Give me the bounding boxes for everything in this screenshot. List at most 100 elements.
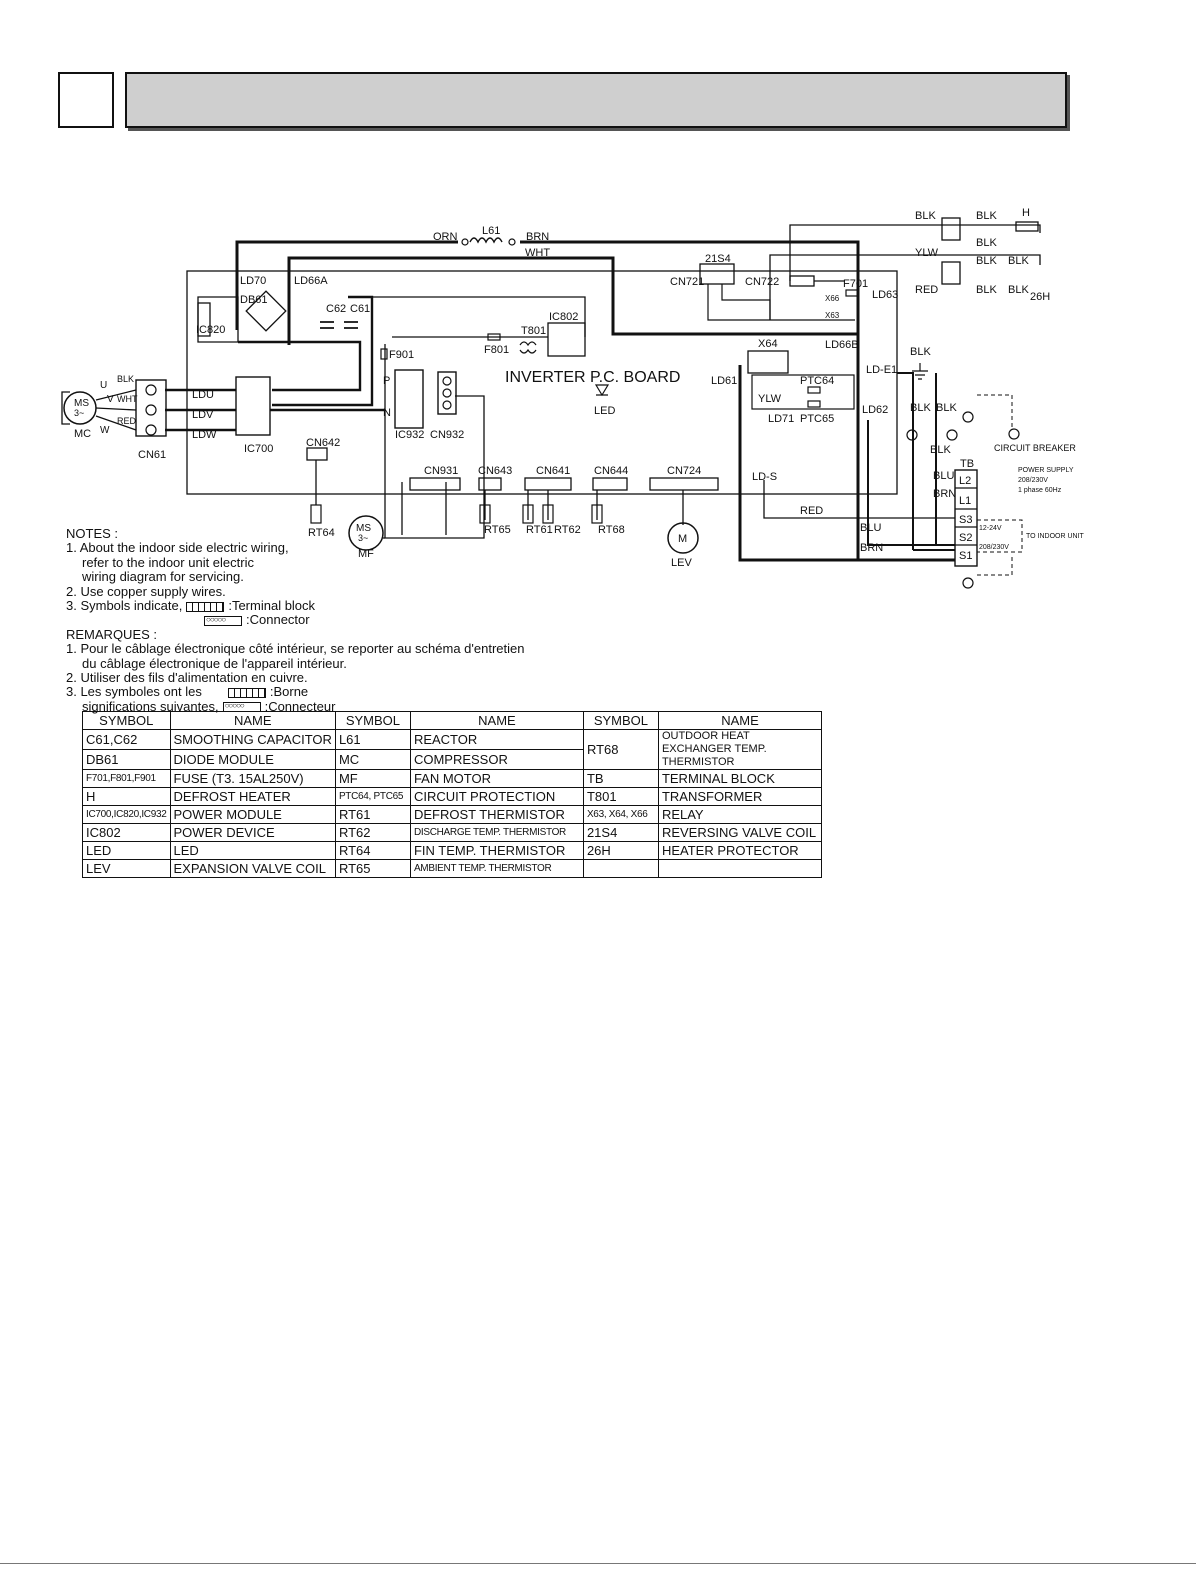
legend-cell: DEFROST THERMISTOR <box>409 805 584 824</box>
label-ic820: IC820 <box>196 324 225 336</box>
wire-label-blk-ground-c: BLK <box>930 444 951 456</box>
note-3-connector-row: :Connector <box>66 613 626 627</box>
legend-cell: RT65 <box>334 859 411 878</box>
legend-header: NAME <box>657 711 823 730</box>
legend-cell: X63, X64, X66 <box>582 805 659 824</box>
wire-label-blk-ground: BLK <box>910 346 931 358</box>
wire-label-blk-u: BLK <box>117 374 134 384</box>
label-power-supply: POWER SUPPLY <box>1018 467 1074 474</box>
wire-label-wht: WHT <box>525 247 550 259</box>
table-row: DB61 DIODE MODULE MC COMPRESSOR <box>82 749 822 770</box>
label-rt65: RT65 <box>484 524 511 536</box>
legend-cell: H <box>82 787 171 806</box>
terminal-block-symbol-icon <box>186 601 225 612</box>
label-cn932: CN932 <box>430 429 464 441</box>
label-cn721: CN721 <box>670 276 704 288</box>
section-title-bar <box>125 72 1067 128</box>
connector-symbol-icon <box>204 613 242 627</box>
legend-cell: OUTDOOR HEAT EXCHANGER TEMP. THERMISTOR <box>657 729 823 770</box>
legend-header: SYMBOL <box>582 711 659 730</box>
legend-cell: LED <box>169 841 336 860</box>
label-x63: X63 <box>825 311 840 320</box>
wire-label-blk-ground-b: BLK <box>936 402 957 414</box>
wire-label-blk-ground-a: BLK <box>910 402 931 414</box>
table-row: H DEFROST HEATER PTC64, PTC65 CIRCUIT PR… <box>82 787 823 806</box>
legend-cell: TRANSFORMER <box>657 787 823 806</box>
label-cn641: CN641 <box>536 465 570 477</box>
table-row: LED LED RT64 FIN TEMP. THERMISTOR 26H HE… <box>82 841 823 860</box>
legend-cell: POWER MODULE <box>169 805 336 824</box>
legend-cell: MC <box>334 749 411 770</box>
label-rt61: RT61 <box>526 524 553 536</box>
label-l61: L61 <box>482 225 500 237</box>
legend-cell: HEATER PROTECTOR <box>657 841 823 860</box>
label-l1: L1 <box>959 495 971 507</box>
note-3-terminal: :Terminal block <box>228 598 316 614</box>
label-v: V <box>107 394 114 405</box>
symbol-legend-table: SYMBOL NAME SYMBOL NAME SYMBOL NAME C61,… <box>82 711 823 878</box>
wire-label-blk-26h3: BLK <box>976 284 997 296</box>
legend-cell: L61 <box>334 729 411 750</box>
wire-label-wht-v: WHT <box>117 394 138 404</box>
label-s2: S2 <box>959 532 972 544</box>
label-l2: L2 <box>959 475 971 487</box>
remarque-2: 2. Utiliser des fils d'alimentation en c… <box>66 670 308 686</box>
legend-cell: REVERSING VALVE COIL <box>657 823 823 842</box>
label-p: P <box>383 375 390 387</box>
wire-label-blu-tb: BLU <box>933 470 954 482</box>
remarque-3-text: 3. Les symboles ont les <box>66 684 202 700</box>
label-c62: C62 <box>326 303 346 315</box>
legend-header-row: SYMBOL NAME SYMBOL NAME SYMBOL NAME <box>82 711 823 730</box>
legend-cell: RT62 <box>334 823 411 842</box>
label-26h: 26H <box>1030 291 1050 303</box>
legend-cell: IC802 <box>82 823 171 842</box>
legend-cell: FAN MOTOR <box>409 769 584 788</box>
label-ld66b: LD66B <box>825 339 859 351</box>
legend-cell: TB <box>582 769 659 788</box>
label-ldu: LDU <box>192 389 214 401</box>
remarque-1a: 1. Pour le câblage électronique côté int… <box>66 641 525 657</box>
wire-label-blk-h1: BLK <box>915 210 936 222</box>
label-ms-phase: 3~ <box>74 408 84 418</box>
label-ld63: LD63 <box>872 289 898 301</box>
legend-header: NAME <box>409 711 584 730</box>
wiring-diagram: ORN L61 BRN WHT 21S4 LD70 LD66A DB61 C62… <box>61 207 1085 589</box>
label-21s4: 21S4 <box>705 253 731 265</box>
label-s3: S3 <box>959 514 972 526</box>
legend-cell: SMOOTHING CAPACITOR <box>169 729 336 750</box>
note-1c: wiring diagram for servicing. <box>82 569 244 585</box>
label-rt68: RT68 <box>598 524 625 536</box>
label-v-low: 12-24V <box>979 525 1002 532</box>
note-3-connector: :Connector <box>246 612 310 628</box>
legend-cell: TERMINAL BLOCK <box>657 769 823 788</box>
table-row: C61,C62 SMOOTHING CAPACITOR L61 REACTOR … <box>82 729 823 770</box>
note-1b: refer to the indoor unit electric <box>82 554 254 570</box>
remarques-heading: REMARQUES : <box>66 626 158 642</box>
legend-cell: DEFROST HEATER <box>169 787 336 806</box>
legend-cell: AMBIENT TEMP. THERMISTOR <box>409 859 584 878</box>
remarque-1b: du câblage électronique de l'appareil in… <box>82 655 347 671</box>
note-3: 3. Symbols indicate,:Terminal block <box>66 598 626 614</box>
legend-cell: LED <box>82 841 171 860</box>
label-f801: F801 <box>484 344 509 356</box>
label-ld66a: LD66A <box>294 275 328 287</box>
label-mc: MC <box>74 428 91 440</box>
label-ic802: IC802 <box>549 311 578 323</box>
legend-header: SYMBOL <box>82 711 171 730</box>
pcb-outline <box>186 270 898 495</box>
label-voltage: 208/230V <box>1018 477 1048 484</box>
legend-cell: DISCHARGE TEMP. THERMISTOR <box>409 823 584 842</box>
remarque-3: 3. Les symboles ont les:Borne <box>66 685 626 699</box>
label-ld-e1: LD-E1 <box>866 364 897 376</box>
label-led: LED <box>594 405 615 417</box>
label-cn61: CN61 <box>138 449 166 461</box>
label-lev-motor: M <box>678 533 687 545</box>
table-row: F701,F801,F901 FUSE (T3. 15AL250V) MF FA… <box>82 769 823 788</box>
wire-label-brn: BRN <box>526 231 549 243</box>
page-bottom-rule <box>0 1563 1196 1564</box>
label-ms-fan: MS <box>356 523 371 534</box>
label-n: N <box>383 407 391 419</box>
label-ic700: IC700 <box>244 443 273 455</box>
wire-label-ylw: YLW <box>915 247 939 259</box>
label-cn931: CN931 <box>424 465 458 477</box>
